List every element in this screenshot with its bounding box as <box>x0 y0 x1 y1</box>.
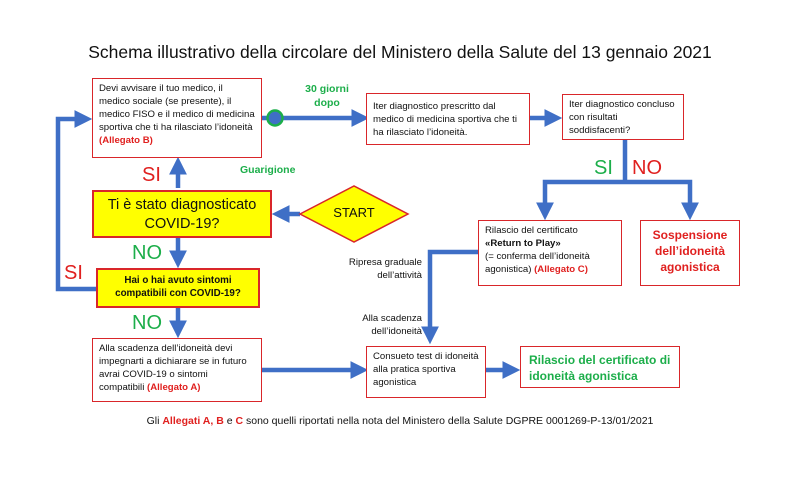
label-alla-scadenza: Alla scadenza dell’idoneità <box>362 313 422 337</box>
allegato-a-label: (Allegato A) <box>147 382 201 393</box>
start-label: START <box>333 205 375 220</box>
box-scadenza-text: Alla scadenza dell’idoneità devi impegna… <box>99 343 247 393</box>
arrow-split-no <box>625 179 699 221</box>
box-rilascio-text: Rilascio del certificato di idoneità ago… <box>529 353 671 383</box>
box-iter-concluso: Iter diagnostico concluso con risultati … <box>562 94 684 140</box>
box-iter-concluso-text: Iter diagnostico concluso con risultati … <box>569 99 675 136</box>
box-iter-prescritto-text: Iter diagnostico prescritto dal medico d… <box>373 101 517 138</box>
footer-allegati: Allegati A, B <box>162 415 224 427</box>
footer-post: sono quelli riportati nella nota del Min… <box>243 415 654 427</box>
label-si-diagnosticato: SI <box>142 164 161 186</box>
label-ripresa-graduale: Ripresa graduale dell’attività <box>348 257 422 281</box>
label-no-diagnosticato: NO <box>132 242 162 264</box>
arrow-split-si <box>536 179 625 221</box>
footer-mid: e <box>223 415 236 427</box>
page-title: Schema illustrativo della circolare del … <box>88 42 712 62</box>
start-diamond <box>298 185 410 243</box>
arrow-return-to-consueto <box>421 249 478 345</box>
footer-c: C <box>235 415 244 427</box>
guarigione-node-icon <box>266 109 284 127</box>
return-line2: (= conferma dell’idoneità agonistica) <box>485 251 590 275</box>
box-sospensione: Sospensione dell’idoneità agonistica <box>640 220 740 286</box>
box-return-to-play: Rilascio del certificato «Return to Play… <box>478 220 622 286</box>
box-iter-prescritto: Iter diagnostico prescritto dal medico d… <box>366 93 530 145</box>
box-sintomi-text: Hai o hai avuto sintomi compatibili con … <box>115 275 241 299</box>
box-consueto: Consueto test di idoneità alla pratica s… <box>366 346 486 398</box>
box-rilascio: Rilascio del certificato di idoneità ago… <box>520 346 680 388</box>
box-consueto-text: Consueto test di idoneità alla pratica s… <box>373 351 479 388</box>
box-sintomi: Hai o hai avuto sintomi compatibili con … <box>96 268 260 308</box>
box-sospensione-text: Sospensione dell’idoneità agonistica <box>652 228 728 274</box>
box-scadenza: Alla scadenza dell’idoneità devi impegna… <box>92 338 262 402</box>
box-avvisare-text: Devi avvisare il tuo medico, il medico s… <box>99 83 255 133</box>
footer-pre: Gli <box>146 415 163 427</box>
label-si-iter: SI <box>594 157 613 179</box>
label-no-sintomi: NO <box>132 312 162 334</box>
allegato-b-label: (Allegato B) <box>99 135 153 146</box>
label-guarigione: Guarigione <box>240 164 296 176</box>
footer-note: Gli Allegati A, B e C sono quelli riport… <box>0 415 800 427</box>
label-si-sintomi: SI <box>64 262 83 284</box>
label-no-iter: NO <box>632 157 662 179</box>
box-avvisare-medico: Devi avvisare il tuo medico, il medico s… <box>92 78 262 158</box>
box-diagnosticato-text: Ti è stato diagnosticato COVID-19? <box>107 197 257 232</box>
box-diagnosticato: Ti è stato diagnosticato COVID-19? <box>92 190 272 238</box>
allegato-c-label: (Allegato C) <box>534 264 588 275</box>
return-bold: «Return to Play» <box>485 238 561 249</box>
return-line1: Rilascio del certificato <box>485 225 578 236</box>
label-30-giorni: 30 giorni dopo <box>305 83 349 109</box>
arrow-sintomi-si-loop <box>55 110 96 292</box>
